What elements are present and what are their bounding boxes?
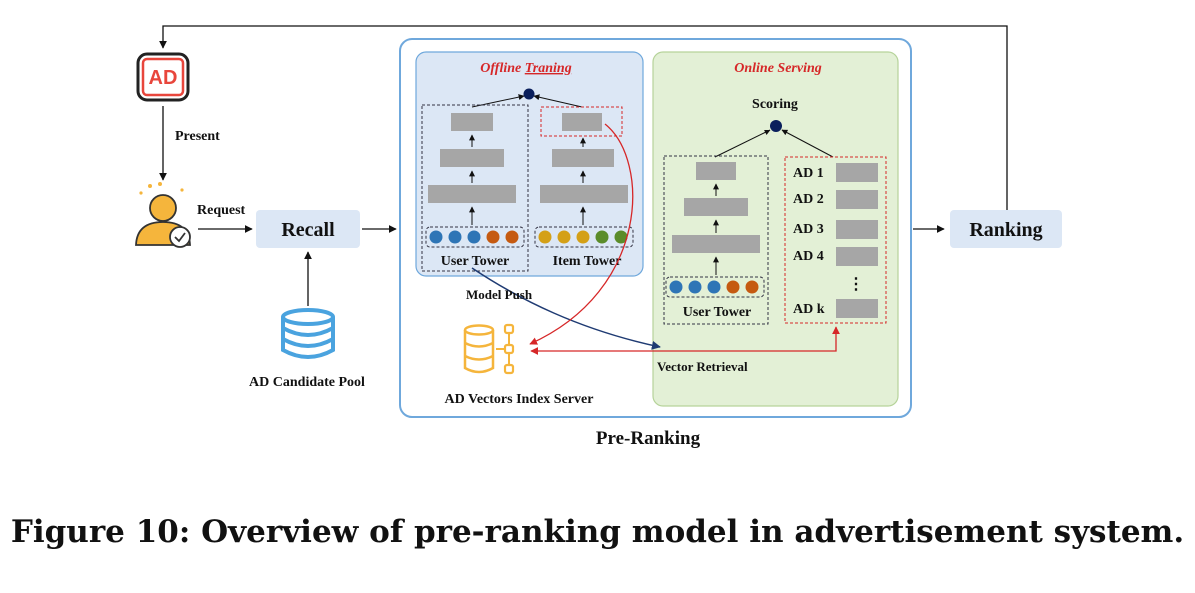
ranking-label: Ranking xyxy=(969,219,1042,241)
online-user-layer-2 xyxy=(684,198,748,216)
figure-caption-label: Figure 10: xyxy=(10,514,191,550)
retrieved-ad-list-frame xyxy=(784,156,887,324)
offline-user-feature-3 xyxy=(467,230,481,244)
online-user-tower-label: User Tower xyxy=(683,305,752,320)
offline-item-feature-2 xyxy=(557,230,571,244)
offline-item-layer-3 xyxy=(562,113,602,131)
offline-item-layer-1 xyxy=(540,185,628,203)
offline-item-tower-label: Item Tower xyxy=(553,254,622,269)
offline-item-top-frame xyxy=(540,106,623,137)
figure-caption-text: Overview of pre-ranking model in adverti… xyxy=(201,514,1185,550)
offline-user-layer-3 xyxy=(451,113,493,131)
online-user-feature-2 xyxy=(688,280,702,294)
online-title: Online Serving xyxy=(734,61,822,76)
offline-item-tower-to-node xyxy=(533,94,583,108)
online-user-layer-1 xyxy=(672,235,760,253)
item-vector-export-arrow xyxy=(529,123,634,345)
ad-k-vector xyxy=(836,299,878,318)
database-icon xyxy=(281,308,335,359)
offline-item-feature-1 xyxy=(538,230,552,244)
online-user-feature-1 xyxy=(669,280,683,294)
online-user-feature-4 xyxy=(726,280,740,294)
scoring-node xyxy=(770,120,782,132)
model-push-label: Model Push xyxy=(466,287,533,302)
user-icon xyxy=(135,182,191,248)
online-user-feature-5 xyxy=(745,280,759,294)
recall-box xyxy=(256,210,360,248)
ad-list-to-scoring xyxy=(781,129,834,158)
ad-icon-label: AD xyxy=(149,67,178,89)
offline-title: Offline Traning xyxy=(480,61,571,76)
ad-icon: AD xyxy=(136,52,190,102)
offline-user-feature-4 xyxy=(486,230,500,244)
ad-2-vector xyxy=(836,190,878,209)
ad-3-vector xyxy=(836,220,878,239)
candidate-pool-label: AD Candidate Pool xyxy=(249,375,365,390)
ad-k-label: AD k xyxy=(793,302,825,317)
offline-user-features-frame xyxy=(425,226,525,248)
recall-label: Recall xyxy=(281,219,335,241)
online-user-features-frame xyxy=(665,276,765,298)
offline-user-layer-1 xyxy=(428,185,516,203)
offline-training-panel xyxy=(415,51,644,277)
ranking-box xyxy=(950,210,1062,248)
ad-3-label: AD 3 xyxy=(793,222,824,237)
online-user-feature-3 xyxy=(707,280,721,294)
offline-user-feature-2 xyxy=(448,230,462,244)
offline-user-layer-2 xyxy=(440,149,504,167)
vector-retrieval-arrow xyxy=(530,326,840,355)
offline-output-node xyxy=(523,88,535,100)
request-label: Request xyxy=(197,203,246,218)
feedback-loop-arrow xyxy=(159,25,1008,210)
offline-item-layer-2 xyxy=(552,149,614,167)
offline-user-tower-to-node xyxy=(471,94,525,108)
present-label: Present xyxy=(175,129,220,144)
offline-item-feature-3 xyxy=(576,230,590,244)
offline-user-tower-label: User Tower xyxy=(441,254,510,269)
offline-user-feature-5 xyxy=(505,230,519,244)
index-server-label: AD Vectors Index Server xyxy=(445,392,594,407)
online-user-tower-to-scoring xyxy=(714,129,771,158)
scoring-label: Scoring xyxy=(752,97,798,112)
figure-caption: Figure 10: Overview of pre-ranking model… xyxy=(0,514,1195,550)
vector-retrieval-label: Vector Retrieval xyxy=(657,359,748,374)
ad-1-vector xyxy=(836,163,878,182)
offline-item-features-frame xyxy=(534,226,634,248)
online-user-layer-3 xyxy=(696,162,736,180)
server-icon xyxy=(463,323,515,375)
offline-item-feature-4 xyxy=(595,230,609,244)
offline-user-tower-frame xyxy=(421,104,529,272)
pre-ranking-label: Pre-Ranking xyxy=(596,428,701,449)
ad-2-label: AD 2 xyxy=(793,192,824,207)
online-user-tower-frame xyxy=(663,155,769,325)
ad-1-label: AD 1 xyxy=(793,166,824,181)
ad-list-ellipsis: ⋮ xyxy=(848,276,864,293)
ad-4-vector xyxy=(836,247,878,266)
offline-user-feature-1 xyxy=(429,230,443,244)
offline-item-feature-5 xyxy=(614,230,628,244)
ad-4-label: AD 4 xyxy=(793,249,824,264)
